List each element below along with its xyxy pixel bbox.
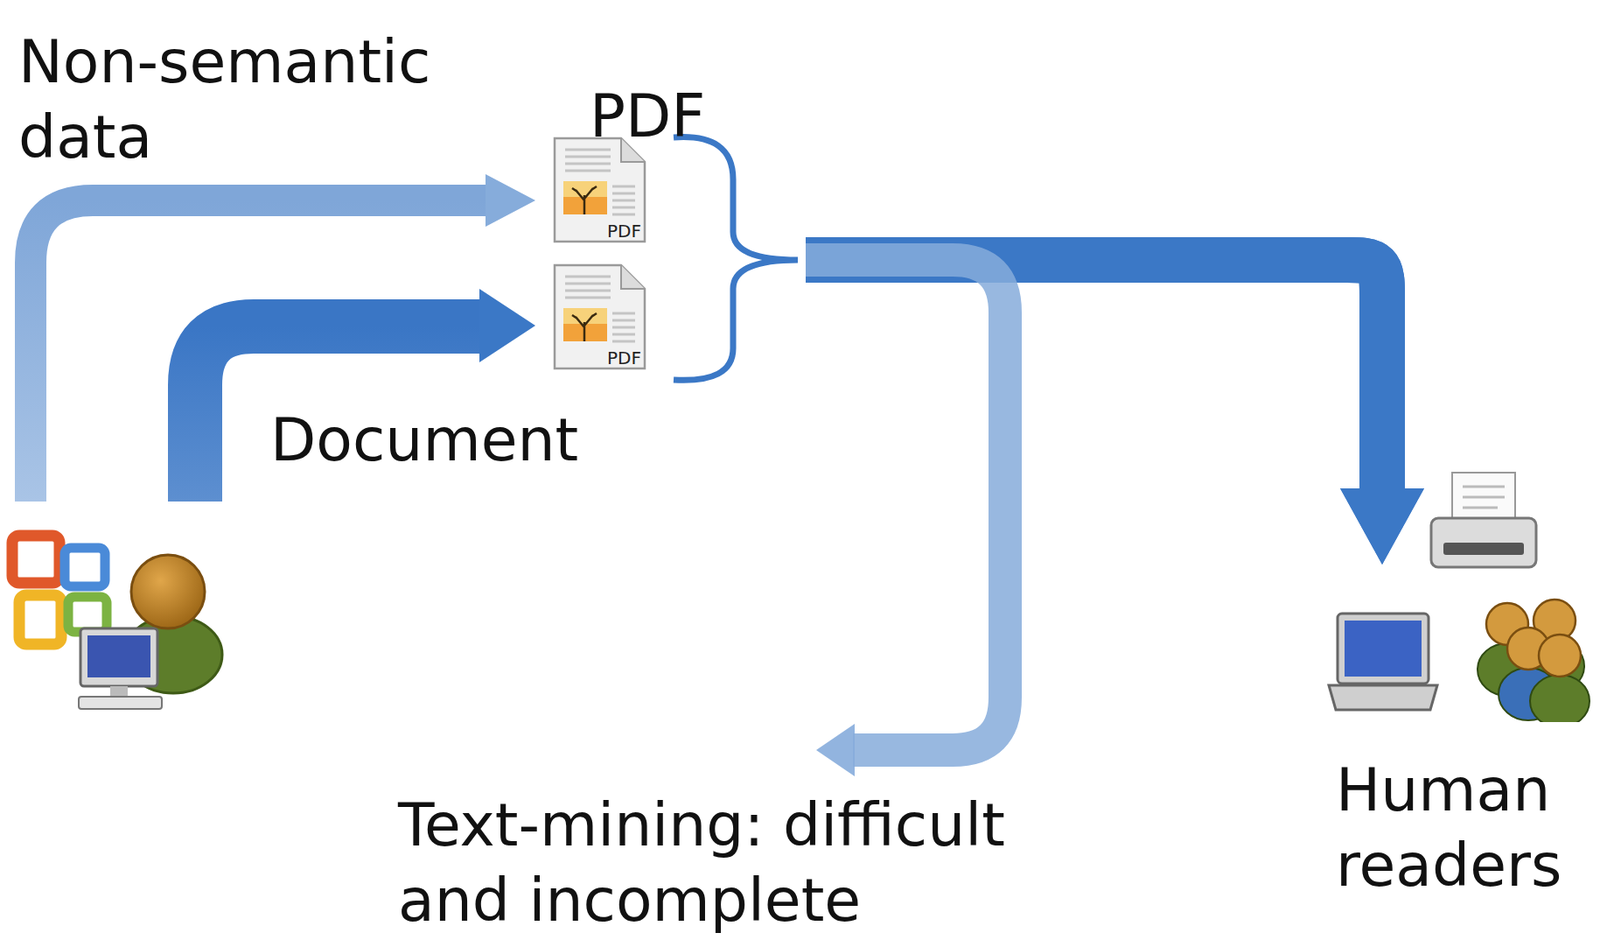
diagram-label: Text-mining: difficult and incomplete bbox=[398, 787, 1098, 938]
connector-path bbox=[805, 259, 1383, 489]
bracket bbox=[673, 137, 798, 381]
flow-connector bbox=[805, 259, 1425, 565]
node-label: Human readers bbox=[1335, 752, 1590, 903]
arrow-head bbox=[485, 174, 536, 227]
icon-caption: PDF bbox=[607, 348, 642, 368]
icon-caption: PDF bbox=[607, 221, 642, 241]
readers-icon bbox=[1325, 564, 1593, 722]
flow-arrow bbox=[805, 259, 1006, 750]
printer-icon bbox=[1431, 472, 1537, 567]
reader-group: Human readers bbox=[1325, 564, 1593, 910]
flow-connector bbox=[805, 259, 1425, 565]
pdf-document: PDF bbox=[551, 135, 649, 245]
pdf-document: PDF bbox=[551, 262, 649, 372]
arrow-head bbox=[479, 288, 536, 363]
diagram-label: PDF bbox=[589, 78, 765, 154]
diagram-label: Document bbox=[270, 402, 638, 478]
arrow-head bbox=[1340, 488, 1425, 565]
connector-path bbox=[805, 259, 1383, 489]
user-icon bbox=[78, 554, 223, 709]
arrow-head bbox=[816, 723, 855, 776]
arrow-head bbox=[1340, 488, 1425, 565]
diagram-label: Non-semantic data bbox=[18, 24, 509, 175]
